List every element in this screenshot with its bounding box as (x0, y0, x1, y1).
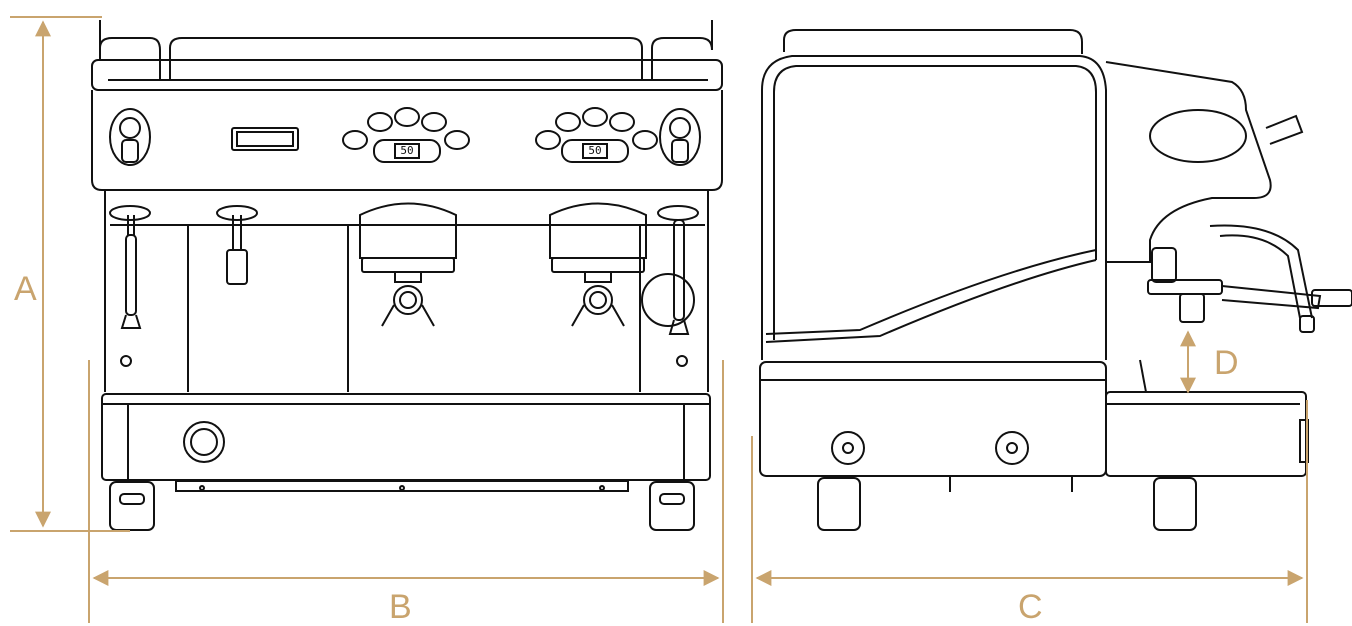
side-steam-nozzle (1265, 114, 1304, 145)
dimension-label-b: B (389, 588, 412, 626)
logo-plate (231, 127, 299, 151)
side-knob-left (831, 431, 865, 465)
side-cup-rail (783, 29, 1083, 54)
side-foot-rear (1153, 477, 1197, 531)
keypad-group-1 (342, 107, 470, 163)
side-foot-front (817, 477, 861, 531)
keypad-group-2 (535, 107, 658, 163)
front-foot-right (649, 481, 695, 531)
side-portafilter (1147, 247, 1352, 323)
display-readout-1: 50 (400, 144, 414, 157)
base-housing (101, 393, 711, 481)
side-body (761, 55, 1107, 360)
dimension-label-a: A (14, 270, 37, 308)
work-area-frame (104, 190, 709, 392)
steam-wand-left (109, 205, 151, 367)
dimension-label-d: D (1214, 344, 1239, 382)
group-head-2 (549, 202, 647, 327)
cup-rail (99, 20, 713, 80)
side-head-window (1149, 109, 1247, 163)
steam-wand-right (641, 205, 699, 367)
dimension-label-c: C (1018, 588, 1043, 626)
top-deck (91, 59, 723, 91)
display-readout-2: 50 (588, 144, 602, 157)
steam-knob-right-icon (659, 108, 701, 166)
hot-water-tap (216, 205, 258, 285)
side-steam-wand (1209, 224, 1313, 319)
boiler-pressure-gauge-icon (183, 421, 225, 463)
upper-body (91, 90, 723, 191)
side-knob-right (995, 431, 1029, 465)
side-drip-curve (765, 249, 1097, 335)
dimension-lines (10, 16, 1308, 623)
group-head-1 (359, 202, 457, 327)
side-head (1105, 61, 1272, 263)
side-view (759, 29, 1352, 531)
steam-knob-left-icon (109, 108, 151, 166)
front-view (91, 20, 723, 531)
front-foot-left (109, 481, 155, 531)
